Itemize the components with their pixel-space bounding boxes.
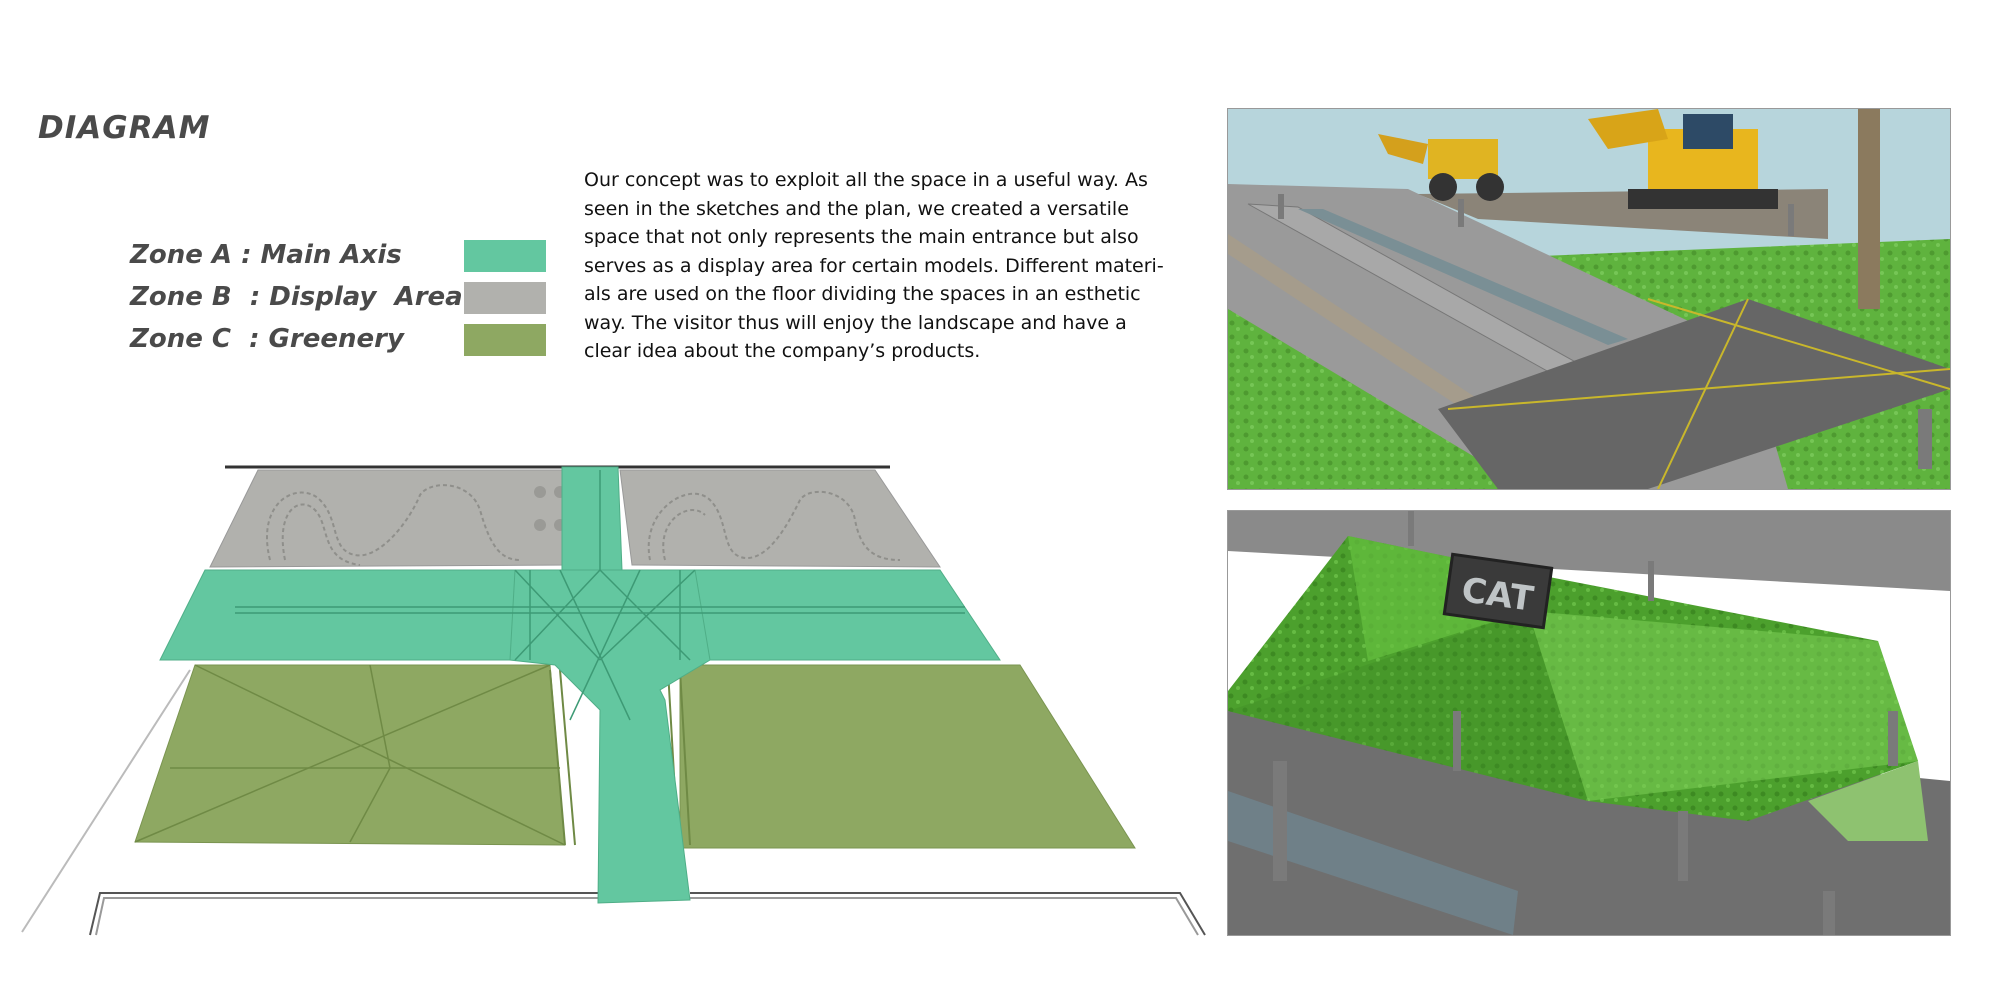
legend-swatch-zone-c	[464, 324, 546, 356]
water-feature	[1228, 791, 1518, 935]
concept-description: Our concept was to exploit all the space…	[584, 166, 1164, 366]
description-line: clear idea about the company’s products.	[584, 340, 981, 362]
legend-swatch-zone-a	[464, 240, 546, 272]
paving-strip	[1228, 234, 1478, 409]
zone-c-greenery	[134, 664, 1136, 849]
legend-item-zone-a: Zone A : Main Axis	[130, 238, 550, 280]
excavator-machine	[1588, 109, 1778, 209]
description-line: Our concept was to exploit all the space…	[584, 169, 1148, 191]
legend-label-zone-b: Zone B : Display Area	[130, 282, 463, 312]
zoning-plan-diagram	[21, 465, 1206, 936]
greenery-sign-render: CAT	[1227, 510, 1951, 936]
zone-a-main-axis	[159, 466, 1001, 904]
page-title: DIAGRAM	[38, 110, 211, 146]
description-line: way. The visitor thus will enjoy the lan…	[584, 311, 1127, 334]
legend-item-zone-c: Zone C : Greenery	[130, 322, 550, 364]
description-line: space that not only represents the main …	[584, 226, 1139, 248]
water-channel	[1298, 209, 1628, 345]
cat-sign: CAT	[1442, 552, 1554, 630]
zone-b-display-area	[209, 469, 941, 568]
palm-tree-trunk	[1858, 109, 1880, 309]
site-outline	[21, 465, 1206, 936]
description-line: als are used on the floor dividing the s…	[584, 283, 1141, 305]
entrance-perspective-render	[1227, 108, 1951, 490]
description-line: seen in the sketches and the plan, we cr…	[584, 197, 1129, 220]
zone-legend: Zone A : Main Axis Zone B : Display Area…	[130, 238, 550, 364]
loader-machine	[1378, 134, 1504, 201]
description-line: serves as a display area for certain mod…	[584, 254, 1164, 277]
legend-item-zone-b: Zone B : Display Area	[130, 280, 550, 322]
visitor-silhouettes	[1278, 194, 1932, 469]
legend-label-zone-c: Zone C : Greenery	[130, 324, 404, 354]
legend-swatch-zone-b	[464, 282, 546, 314]
entrance-plaza	[1438, 299, 1950, 489]
visitor-silhouettes	[1273, 511, 1898, 935]
floor-inlay-lines	[1447, 298, 1950, 489]
legend-label-zone-a: Zone A : Main Axis	[130, 240, 402, 270]
